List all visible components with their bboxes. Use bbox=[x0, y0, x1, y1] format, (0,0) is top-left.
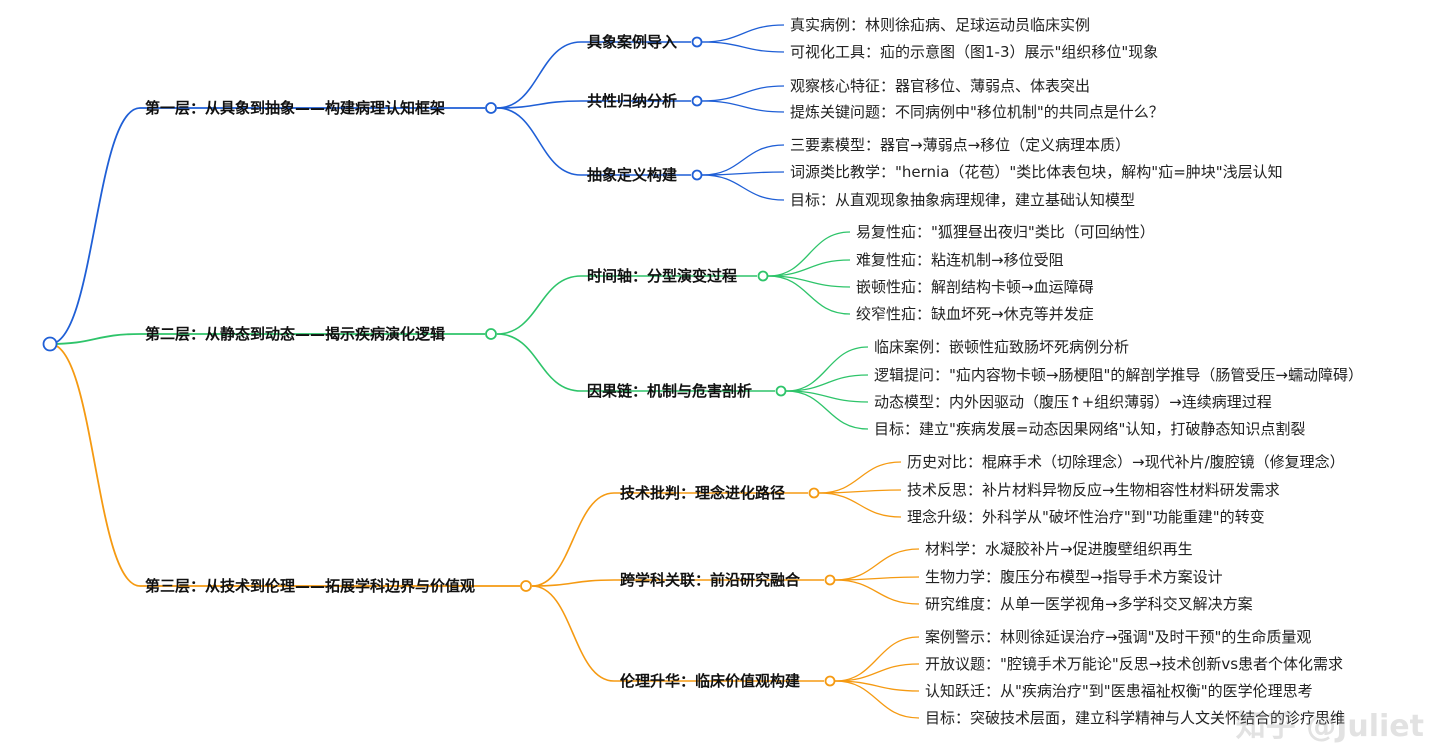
leaf-text: 易复性疝："狐狸昼出夜归"类比（可回纳性） bbox=[856, 223, 1155, 241]
leaf-text: 嵌顿性疝：解剖结构卡顿→血运障碍 bbox=[856, 278, 1094, 296]
edge-branch-2-1-leaf-2 bbox=[767, 259, 851, 277]
edge-branch-3-3-leaf-2 bbox=[834, 663, 920, 682]
edge-branch-1-1-leaf-2 bbox=[701, 41, 785, 53]
branch-1-3-node-circle[interactable] bbox=[691, 169, 703, 181]
edge-layer-3-branch-1 bbox=[531, 492, 808, 587]
layer-1-branch-2-title: 共性归纳分析 bbox=[587, 92, 678, 110]
edge-layer-3-branch-3 bbox=[531, 585, 824, 682]
layer-1-branch-3-title: 抽象定义构建 bbox=[587, 166, 678, 184]
edge-root-layer-3 bbox=[49, 343, 520, 587]
leaf-text: 案例警示：林则徐延误治疗→强调"及时干预"的生命质量观 bbox=[925, 628, 1312, 646]
leaf-text: 认知跃迁：从"疾病治疗"到"医患福祉权衡"的医学伦理思考 bbox=[925, 682, 1313, 700]
edge-root-layer-1 bbox=[49, 107, 485, 345]
branch-3-1-node-circle[interactable] bbox=[808, 487, 820, 499]
edge-branch-1-1-leaf-1 bbox=[701, 24, 785, 43]
layer-3-branch-3-title: 伦理升华：临床价值观构建 bbox=[620, 672, 801, 690]
edge-branch-1-2-leaf-2 bbox=[701, 100, 785, 113]
watermark: 知乎 @Juliet bbox=[1235, 709, 1424, 744]
edge-branch-1-3-leaf-1 bbox=[701, 144, 785, 176]
leaf-text: 逻辑提问："疝内容物卡顿→肠梗阻"的解剖学推导（肠管受压→蠕动障碍） bbox=[874, 366, 1363, 384]
leaf-text: 词源类比教学："hernia（花苞）"类比体表包块，解构"疝=肿块"浅层认知 bbox=[790, 163, 1283, 181]
edge-branch-3-1-leaf-3 bbox=[818, 492, 902, 518]
edge-branch-1-3-leaf-2 bbox=[701, 171, 785, 176]
layer-2-branch-1-title: 时间轴：分型演变过程 bbox=[587, 267, 738, 285]
edge-branch-3-2-leaf-3 bbox=[834, 579, 920, 605]
branch-3-2-node-circle[interactable] bbox=[824, 574, 836, 586]
edge-layer-3-branch-2 bbox=[531, 579, 824, 587]
layer-2-node-circle[interactable] bbox=[485, 328, 497, 340]
leaf-text: 绞窄性疝：缺血坏死→休克等并发症 bbox=[856, 305, 1094, 323]
leaf-text: 提炼关键问题：不同病例中"移位机制"的共同点是什么？ bbox=[790, 103, 1164, 121]
leaf-text: 研究维度：从单一医学视角→多学科交叉解决方案 bbox=[925, 595, 1253, 613]
leaf-text: 理念升级：外科学从"破坏性治疗"到"功能重建"的转变 bbox=[907, 508, 1265, 526]
edge-branch-3-2-leaf-1 bbox=[834, 548, 920, 581]
leaf-text: 历史对比：棍麻手术（切除理念）→现代补片/腹腔镜（修复理念） bbox=[907, 453, 1345, 471]
leaf-text: 动态模型：内外因驱动（腹压↑+组织薄弱）→连续病理过程 bbox=[874, 393, 1272, 411]
edge-layer-1-branch-3 bbox=[496, 107, 691, 176]
layer-3-branch-1-title: 技术批判：理念进化路径 bbox=[620, 484, 786, 502]
leaf-text: 临床案例：嵌顿性疝致肠坏死病例分析 bbox=[874, 338, 1130, 356]
edge-branch-3-1-leaf-1 bbox=[818, 461, 902, 494]
leaf-text: 目标：建立"疾病发展=动态因果网络"认知，打破静态知识点割裂 bbox=[874, 420, 1306, 438]
edge-branch-2-1-leaf-3 bbox=[767, 275, 851, 288]
edge-layer-1-branch-2 bbox=[496, 100, 691, 109]
leaf-text: 目标：突破技术层面，建立科学精神与人文关怀结合的诊疗思维 bbox=[925, 709, 1346, 727]
edge-layer-2-branch-2 bbox=[496, 333, 775, 392]
leaf-text: 观察核心特征：器官移位、薄弱点、体表突出 bbox=[790, 77, 1091, 95]
leaf-text: 难复性疝：粘连机制→移位受阻 bbox=[856, 251, 1064, 269]
leaf-text: 目标：从直观现象抽象病理规律，建立基础认知模型 bbox=[790, 191, 1136, 209]
layer-3-title: 第三层：从技术到伦理——拓展学科边界与价值观 bbox=[145, 577, 476, 595]
layer-1-node-circle[interactable] bbox=[485, 102, 497, 114]
edge-layer-2-branch-1 bbox=[496, 275, 757, 335]
layer-2-branch-2-title: 因果链：机制与危害剖析 bbox=[587, 382, 753, 400]
branch-1-1-node-circle[interactable] bbox=[691, 36, 703, 48]
leaf-text: 真实病例：林则徐疝病、足球运动员临床实例 bbox=[790, 16, 1091, 34]
edge-branch-2-2-leaf-1 bbox=[785, 346, 869, 392]
layer-3-branch-2-title: 跨学科关联：前沿研究融合 bbox=[620, 571, 801, 589]
layer-2-title: 第二层：从静态到动态——揭示疾病演化逻辑 bbox=[145, 325, 446, 343]
branch-1-2-node-circle[interactable] bbox=[691, 95, 703, 107]
edge-branch-2-2-leaf-3 bbox=[785, 390, 869, 403]
leaf-text: 生物力学：腹压分布模型→指导手术方案设计 bbox=[925, 568, 1223, 586]
edge-root-layer-2 bbox=[49, 333, 485, 345]
edge-branch-1-3-leaf-3 bbox=[701, 174, 785, 201]
edge-branch-2-2-leaf-2 bbox=[785, 374, 869, 392]
edge-branch-1-2-leaf-1 bbox=[701, 85, 785, 102]
edge-branch-3-3-leaf-1 bbox=[834, 636, 920, 682]
leaf-text: 开放议题："腔镜手术万能论"反思→技术创新vs患者个体化需求 bbox=[925, 655, 1344, 673]
edge-branch-3-2-leaf-2 bbox=[834, 576, 920, 581]
branch-2-1-node-circle[interactable] bbox=[757, 270, 769, 282]
leaf-text: 材料学：水凝胶补片→促进腹壁组织再生 bbox=[925, 540, 1193, 558]
layer-1-branch-1-title: 具象案例导入 bbox=[587, 33, 678, 51]
leaf-text: 可视化工具：疝的示意图（图1-3）展示"组织移位"现象 bbox=[790, 43, 1159, 61]
edge-branch-3-3-leaf-3 bbox=[834, 680, 920, 692]
branch-2-2-node-circle[interactable] bbox=[775, 385, 787, 397]
edge-branch-2-2-leaf-4 bbox=[785, 390, 869, 430]
edge-branch-3-3-leaf-4 bbox=[834, 680, 920, 719]
edge-branch-2-1-leaf-1 bbox=[767, 231, 851, 277]
branch-3-3-node-circle[interactable] bbox=[824, 675, 836, 687]
leaf-text: 三要素模型：器官→薄弱点→移位（定义病理本质） bbox=[790, 136, 1131, 154]
edge-layer-1-branch-1 bbox=[496, 41, 691, 109]
layer-1-title: 第一层：从具象到抽象——构建病理认知框架 bbox=[145, 99, 446, 117]
leaf-text: 技术反思：补片材料异物反应→生物相容性材料研发需求 bbox=[907, 481, 1280, 499]
layer-3-node-circle[interactable] bbox=[520, 580, 532, 592]
root-node-circle[interactable] bbox=[42, 336, 58, 352]
edge-branch-3-1-leaf-2 bbox=[818, 489, 902, 494]
edge-branch-2-1-leaf-4 bbox=[767, 275, 851, 315]
